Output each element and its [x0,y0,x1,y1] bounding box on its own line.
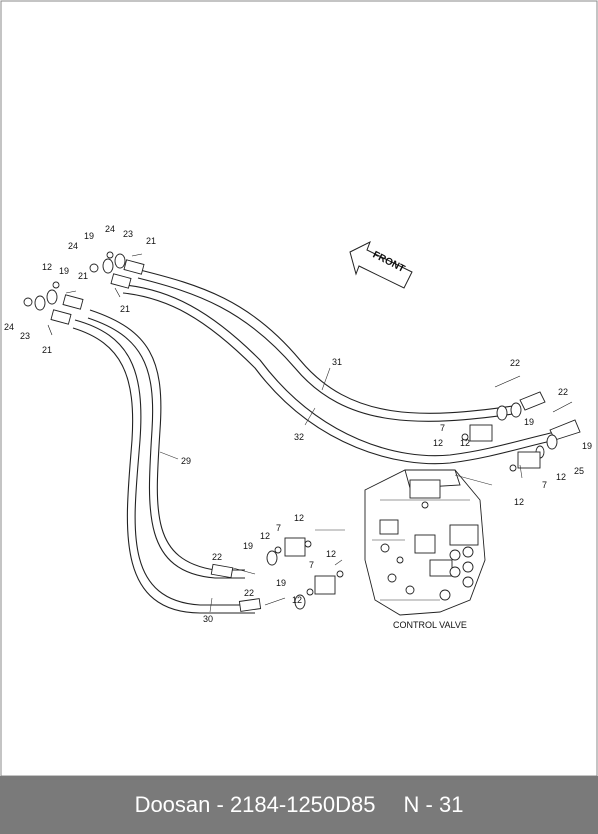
control-valve-label: CONTROL VALVE [393,620,467,630]
callout-7: 7 [440,423,445,433]
footer-title: Doosan - 2184-1250D85 [134,792,376,817]
callout-21: 21 [42,345,52,355]
callout-12: 12 [292,595,302,605]
hose-29 [87,309,245,579]
footer-bar: Doosan - 2184-1250D85 N - 31 [0,776,598,834]
leader-lines [159,367,523,613]
callout-21: 21 [120,304,130,314]
callout-19: 19 [524,417,534,427]
callout-30: 30 [203,614,213,624]
callout-24: 24 [68,241,78,251]
callout-12: 12 [460,438,470,448]
callout-19: 19 [84,231,94,241]
callout-12: 12 [326,549,336,559]
callout-12: 12 [294,513,304,523]
callout-19: 19 [276,578,286,588]
control-valve [364,469,486,616]
right-fittings [461,375,581,472]
callout-32: 32 [294,432,304,442]
callout-24: 24 [4,322,14,332]
callout-12: 12 [433,438,443,448]
callout-19: 19 [243,541,253,551]
callout-7: 7 [309,560,314,570]
callout-12: 12 [514,497,524,507]
callout-23: 23 [20,331,30,341]
callout-7: 7 [542,480,547,490]
hose-32 [122,284,556,465]
callout-23: 23 [123,229,133,239]
callout-21: 21 [146,236,156,246]
callout-22: 22 [558,387,568,397]
callout-12: 12 [556,472,566,482]
callout-19: 19 [59,266,69,276]
upper-left-fittings [23,251,145,336]
lower-fittings [210,537,344,612]
callout-24: 24 [105,224,115,234]
callouts: 12 19 24 21 23 24 21 19 24 23 21 21 31 3… [4,224,592,624]
diagram-frame [0,0,598,777]
callout-31: 31 [332,357,342,367]
callout-22: 22 [510,358,520,368]
callout-21: 21 [78,271,88,281]
callout-22: 22 [244,588,254,598]
callout-7: 7 [276,523,281,533]
callout-29: 29 [181,456,191,466]
hose-31 [137,269,521,422]
footer-page-number: N - 31 [403,792,464,817]
callout-22: 22 [212,552,222,562]
callout-25: 25 [574,466,584,476]
hose-30 [72,319,255,614]
callout-19: 19 [582,441,592,451]
callout-12: 12 [260,531,270,541]
callout-12: 12 [42,262,52,272]
